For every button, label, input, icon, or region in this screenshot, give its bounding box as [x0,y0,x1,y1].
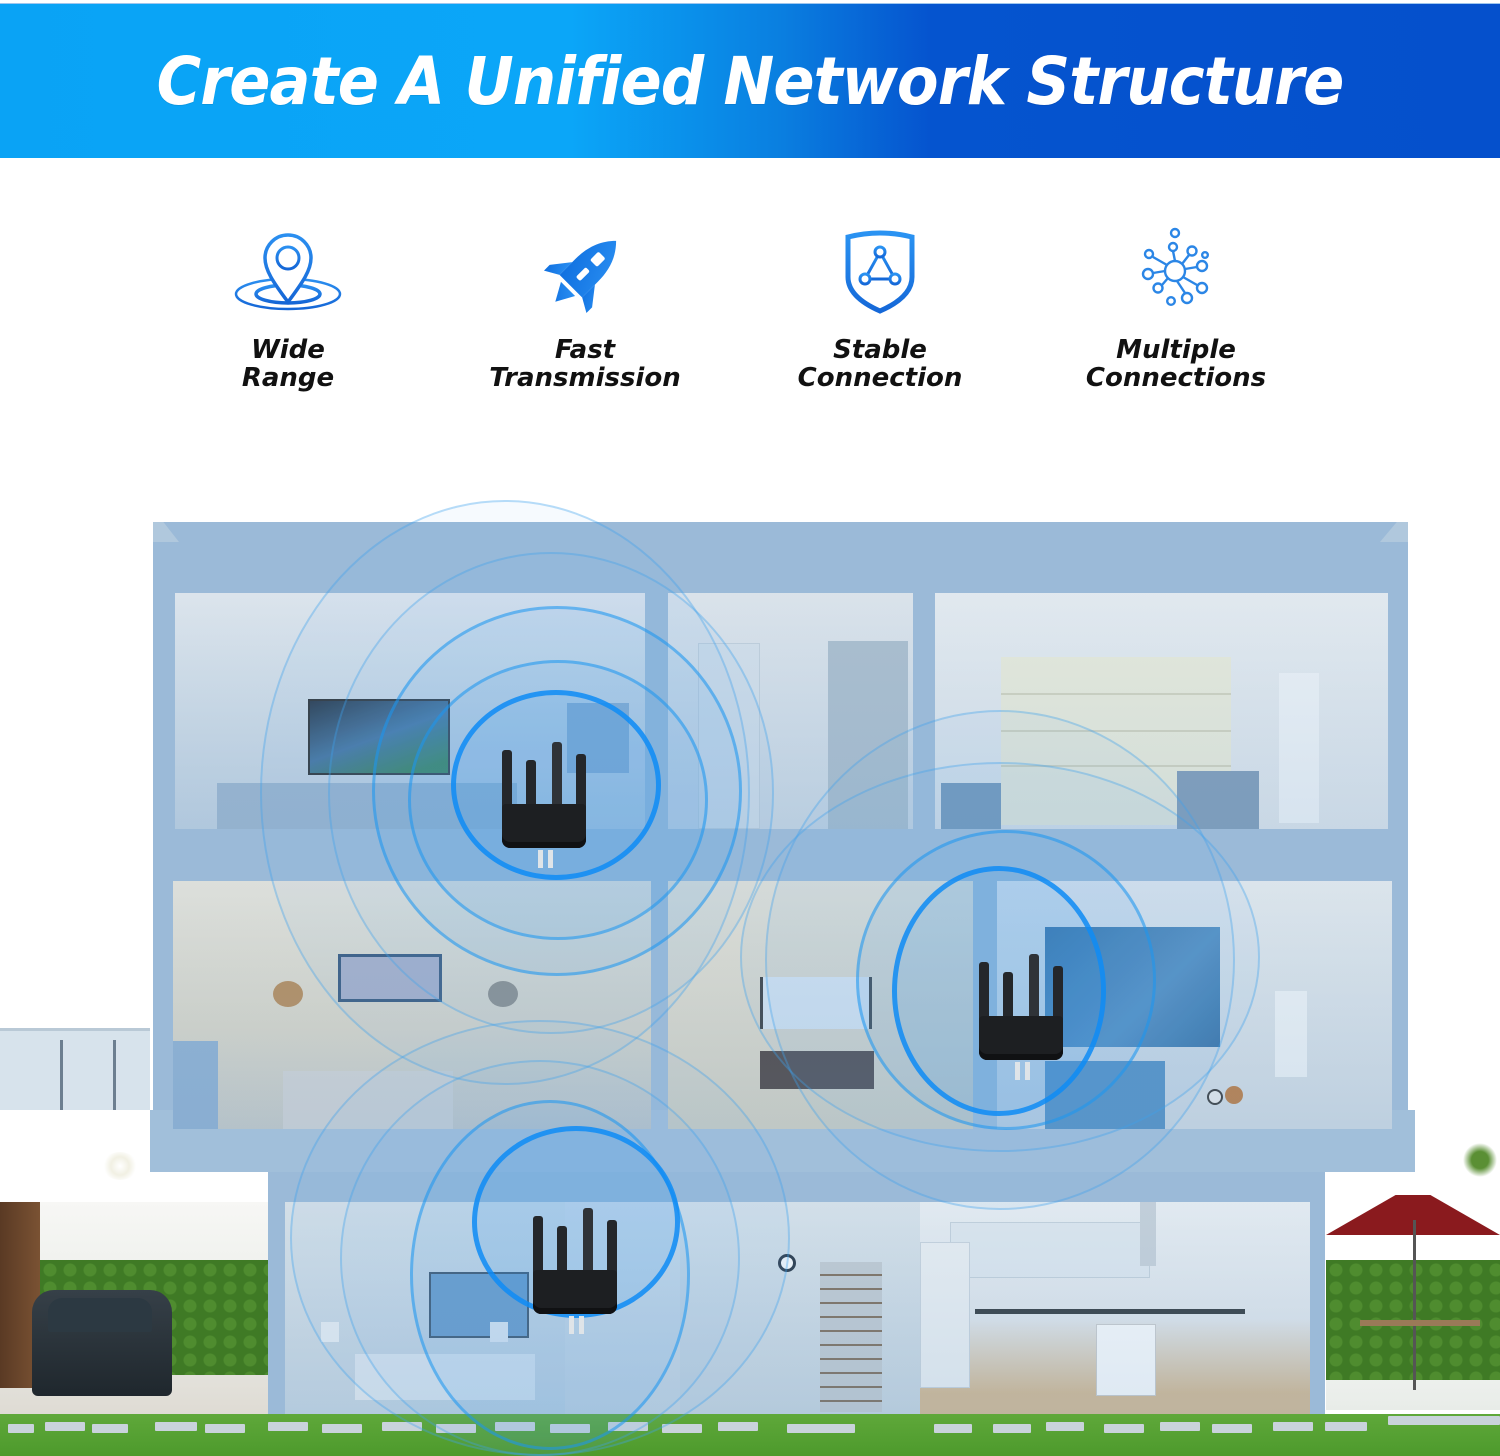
upper-cabinets [950,1222,1150,1278]
location-pin-range-icon [234,233,342,311]
balcony [0,1028,150,1110]
mesh-router-top [496,740,592,870]
feature-label-line1: Wide [251,335,325,365]
staircase [820,1262,882,1412]
banner-title: Create A Unified Network Structure [156,42,1345,120]
signal-ring [451,690,661,880]
feature-label-line2: Connections [1085,363,1267,393]
rocket-icon [543,240,617,314]
basketball [1225,1086,1243,1104]
feature-label-line1: Multiple [1116,335,1236,365]
feature-label-line2: Transmission [489,363,681,393]
range-hood [1140,1202,1156,1266]
shield-triangle-network-icon [845,230,915,314]
house-cutaway-illustration [0,500,1500,1456]
feature-multiple-connections: Multiple Connections [1046,222,1306,392]
wall-lamp [102,1152,138,1180]
hub-nodes-icon [1141,227,1209,306]
feature-label-line2: Range [241,363,335,393]
signal-ring [892,866,1106,1116]
feature-label-line2: Connection [797,363,963,393]
room-ground-kitchen [920,1202,1310,1414]
header-banner: Create A Unified Network Structure [0,3,1500,158]
patio-table [1360,1320,1480,1326]
window [1275,991,1307,1077]
dining-table [1096,1324,1156,1396]
feature-label-line1: Stable [833,335,927,365]
feature-fast-transmission: Fast Transmission [455,222,715,392]
window [1279,673,1319,823]
feature-stable-connection: Stable Connection [750,222,1010,392]
feature-label-line1: Fast [554,335,616,365]
car-windshield [48,1298,152,1332]
mesh-router-middle [973,952,1069,1082]
side-table [173,1041,218,1129]
fridge [920,1242,970,1388]
soccer-ball [1207,1089,1223,1105]
feature-wide-range: Wide Range [158,222,418,392]
signal-ring [472,1126,680,1318]
balcony-chair [60,1040,116,1110]
mesh-router-ground [527,1206,623,1336]
countertop [975,1309,1245,1314]
pendant-lamp [273,981,303,1007]
plant [1460,1140,1500,1180]
lawn [0,1414,1500,1456]
